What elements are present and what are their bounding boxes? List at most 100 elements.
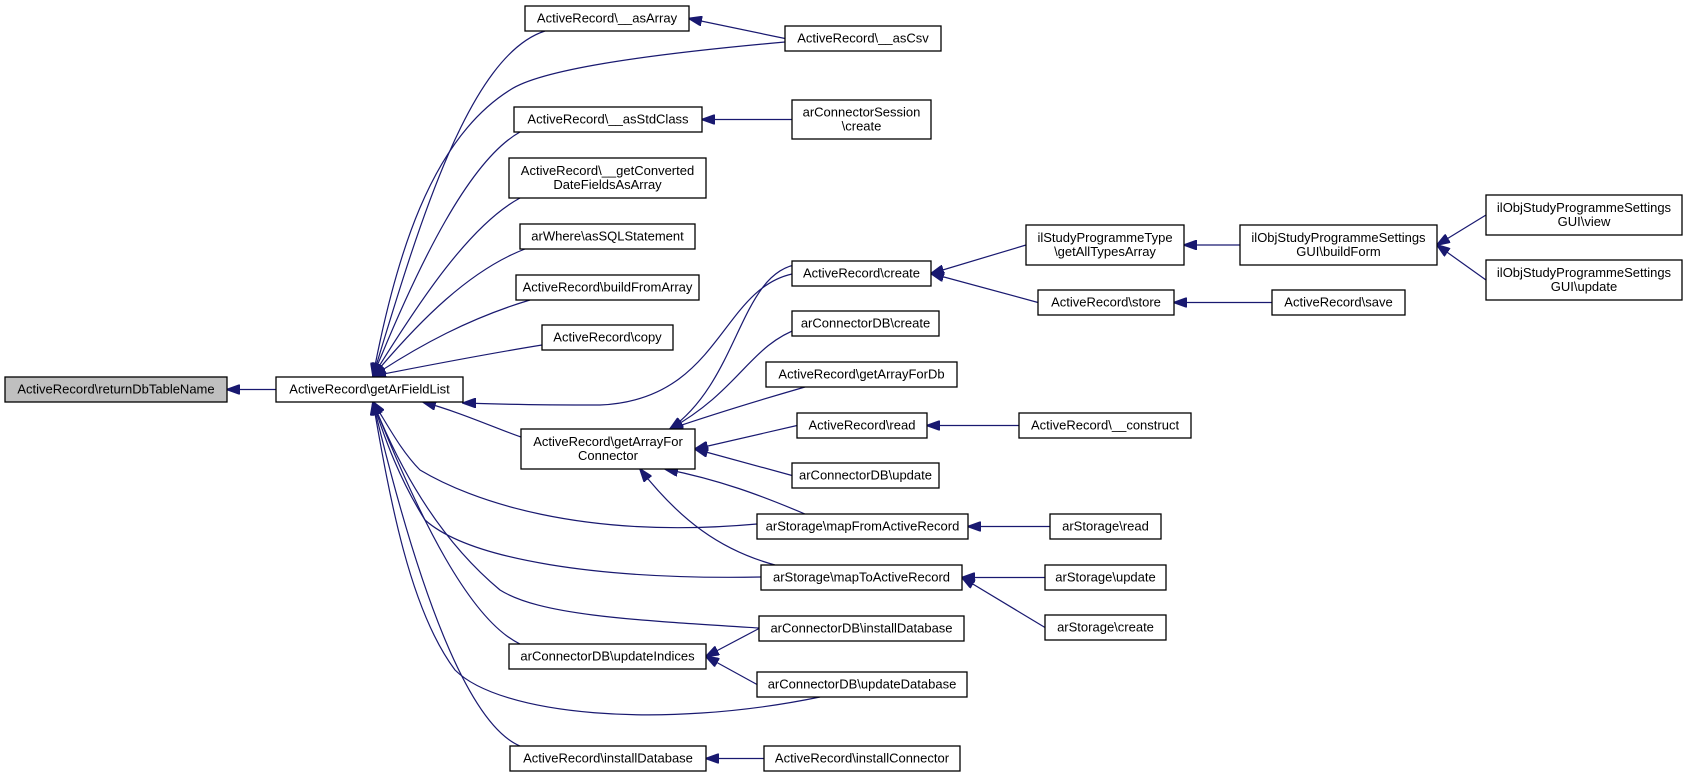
node-label: arConnectorDB\create xyxy=(801,316,930,331)
edge-asStdClass-to-getArFieldList xyxy=(373,131,521,376)
node-box[interactable] xyxy=(4,376,228,403)
node-box[interactable] xyxy=(784,25,942,52)
edge-getArrayForConnector-to-getArFieldList xyxy=(423,402,522,438)
graph-node-buildFromArray[interactable]: ActiveRecord\buildFromArray xyxy=(515,274,700,301)
node-label: ilObjStudyProgrammeSettings xyxy=(1497,200,1672,215)
edge-arCreate-to-getArFieldList xyxy=(463,273,793,405)
node-box[interactable] xyxy=(1049,513,1162,540)
node-label: ActiveRecord\read xyxy=(809,418,916,433)
graph-node-connDBUpdate[interactable]: arConnectorDB\update xyxy=(791,462,940,489)
node-box[interactable] xyxy=(791,99,932,140)
node-box[interactable] xyxy=(763,745,961,772)
edge-updateDatabase-to-updateIndices xyxy=(706,657,758,686)
node-box[interactable] xyxy=(791,310,940,337)
node-box[interactable] xyxy=(275,376,464,403)
graph-node-getArFieldList[interactable]: ActiveRecord\getArFieldList xyxy=(275,376,464,403)
node-label: ActiveRecord\installDatabase xyxy=(523,751,693,766)
graph-node-arInstallDb[interactable]: ActiveRecord\installDatabase xyxy=(509,745,707,772)
node-label: arWhere\asSQLStatement xyxy=(531,229,684,244)
graph-node-storageRead[interactable]: arStorage\read xyxy=(1049,513,1162,540)
node-box[interactable] xyxy=(509,745,707,772)
node-label: ActiveRecord\copy xyxy=(553,330,662,345)
graph-node-getAllTypes[interactable]: ilStudyProgrammeType\getAllTypesArray xyxy=(1025,224,1185,266)
node-box[interactable] xyxy=(1239,224,1438,266)
graph-node-arSave[interactable]: ActiveRecord\save xyxy=(1271,289,1406,316)
edge-connDBUpdate-to-getArrayForConnector xyxy=(695,449,793,477)
node-label: ActiveRecord\installConnector xyxy=(775,751,950,766)
graph-node-installConnector[interactable]: ActiveRecord\installConnector xyxy=(763,745,961,772)
node-box[interactable] xyxy=(520,428,696,470)
edge-view-to-buildForm xyxy=(1437,214,1487,245)
graph-node-updateDatabase[interactable]: arConnectorDB\updateDatabase xyxy=(756,671,968,698)
graph-node-connSessionCreate[interactable]: arConnectorSession\create xyxy=(791,99,932,140)
node-box[interactable] xyxy=(765,361,958,388)
edge-arStore-to-arCreate xyxy=(931,274,1039,304)
graph-node-mapFrom[interactable]: arStorage\mapFromActiveRecord xyxy=(756,513,969,540)
node-box[interactable] xyxy=(760,564,963,591)
node-box[interactable] xyxy=(519,223,696,250)
graph-node-arCreate[interactable]: ActiveRecord\create xyxy=(791,260,932,287)
graph-node-asArray[interactable]: ActiveRecord\__asArray xyxy=(524,5,690,32)
node-label: arConnectorDB\installDatabase xyxy=(770,621,952,636)
edge-getConverted-to-getArFieldList xyxy=(373,197,521,376)
node-label: ActiveRecord\returnDbTableName xyxy=(17,382,214,397)
edge-mapFrom-to-getArrayForConnector xyxy=(665,469,806,515)
node-box[interactable] xyxy=(756,671,968,698)
node-label: arStorage\update xyxy=(1055,570,1155,585)
node-box[interactable] xyxy=(756,513,969,540)
edge-updateDatabase-to-getArFieldList xyxy=(373,402,821,716)
graph-node-storageUpdate[interactable]: arStorage\update xyxy=(1044,564,1167,591)
node-box[interactable] xyxy=(1018,412,1192,439)
node-box[interactable] xyxy=(1044,614,1167,641)
graph-node-copy[interactable]: ActiveRecord\copy xyxy=(541,324,674,351)
graph-node-connInstallDb[interactable]: arConnectorDB\installDatabase xyxy=(758,615,965,642)
node-box[interactable] xyxy=(1025,224,1185,266)
node-box[interactable] xyxy=(1037,289,1175,316)
graph-node-arStore[interactable]: ActiveRecord\store xyxy=(1037,289,1175,316)
graph-node-asSQL[interactable]: arWhere\asSQLStatement xyxy=(519,223,696,250)
edge-buildFromArray-to-getArFieldList xyxy=(373,299,531,376)
graph-node-getArrayForDb[interactable]: ActiveRecord\getArrayForDb xyxy=(765,361,958,388)
graph-node-root[interactable]: ActiveRecord\returnDbTableName xyxy=(4,376,228,403)
graph-node-updateIndices[interactable]: arConnectorDB\updateIndices xyxy=(508,643,707,670)
edge-connInstallDb-to-getArFieldList xyxy=(373,402,760,629)
graph-node-arRead[interactable]: ActiveRecord\read xyxy=(796,412,928,439)
node-box[interactable] xyxy=(1271,289,1406,316)
node-box[interactable] xyxy=(1485,259,1683,301)
node-box[interactable] xyxy=(758,615,965,642)
node-box[interactable] xyxy=(1485,194,1683,236)
node-label: Connector xyxy=(578,448,639,463)
node-label: ActiveRecord\__asStdClass xyxy=(527,112,689,127)
node-box[interactable] xyxy=(508,157,707,199)
node-box[interactable] xyxy=(513,106,703,133)
node-box[interactable] xyxy=(508,643,707,670)
graph-node-getConverted[interactable]: ActiveRecord\__getConvertedDateFieldsAsA… xyxy=(508,157,707,199)
node-box[interactable] xyxy=(791,462,940,489)
graph-node-construct[interactable]: ActiveRecord\__construct xyxy=(1018,412,1192,439)
graph-node-mapTo[interactable]: arStorage\mapToActiveRecord xyxy=(760,564,963,591)
node-box[interactable] xyxy=(1044,564,1167,591)
node-box[interactable] xyxy=(541,324,674,351)
node-box[interactable] xyxy=(524,5,690,32)
graph-node-asCsv[interactable]: ActiveRecord\__asCsv xyxy=(784,25,942,52)
node-label: ActiveRecord\__getConverted xyxy=(521,163,694,178)
graph-node-connDBCreate[interactable]: arConnectorDB\create xyxy=(791,310,940,337)
node-label: ActiveRecord\getArFieldList xyxy=(289,382,450,397)
node-label: ActiveRecord\save xyxy=(1284,295,1392,310)
node-label: ActiveRecord\create xyxy=(803,266,920,281)
node-box[interactable] xyxy=(796,412,928,439)
graph-node-storageCreate[interactable]: arStorage\create xyxy=(1044,614,1167,641)
node-label: arConnectorDB\update xyxy=(799,468,932,483)
node-box[interactable] xyxy=(515,274,700,301)
node-label: GUI\view xyxy=(1558,214,1611,229)
node-label: arStorage\mapToActiveRecord xyxy=(773,570,950,585)
graph-node-asStdClass[interactable]: ActiveRecord\__asStdClass xyxy=(513,106,703,133)
edge-updateIndices-to-getArFieldList xyxy=(373,402,521,645)
edge-arInstallDb-to-getArFieldList xyxy=(373,402,521,747)
node-box[interactable] xyxy=(791,260,932,287)
